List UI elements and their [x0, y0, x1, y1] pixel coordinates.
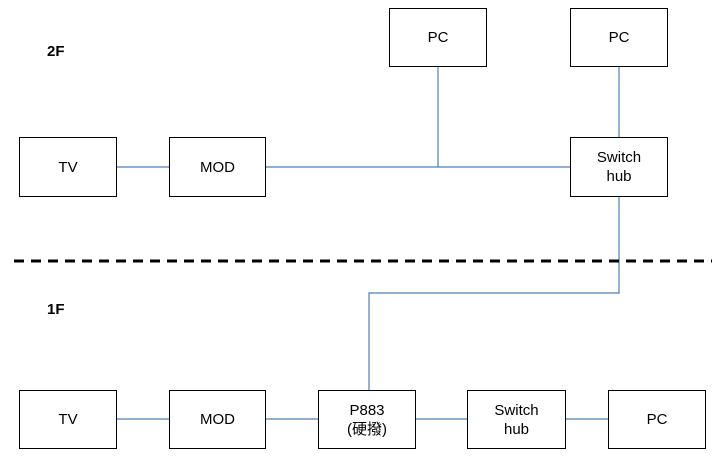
node-label: PC: [646, 411, 668, 428]
node-p883-1f: P883 (硬撥): [318, 390, 416, 449]
node-label-line-1: Switch: [596, 149, 642, 166]
node-label-line-2: hub: [606, 168, 632, 185]
node-label: TV: [58, 158, 78, 176]
node-label: MOD: [200, 158, 235, 176]
node-tv-2f: TV: [19, 137, 117, 197]
node-label-line-1: P883: [349, 401, 385, 419]
node-pc-2f-b: PC: [570, 8, 668, 67]
node-mod-1f: MOD: [169, 390, 266, 449]
node-pc-1f: PC: [608, 390, 706, 449]
node-switch-hub-2f: Switch hub: [570, 137, 668, 197]
node-label: PC: [427, 29, 449, 46]
connection-lines: [117, 67, 620, 420]
node-tv-1f: TV: [19, 390, 117, 449]
node-switch-hub-1f: Switch hub: [467, 390, 566, 449]
node-mod-2f: MOD: [169, 137, 266, 197]
floor-label-1f: 1F: [47, 301, 65, 318]
node-label: TV: [58, 411, 78, 428]
node-label-line-2: hub: [503, 420, 530, 438]
node-label-line-2: (硬撥): [347, 420, 387, 438]
node-label: PC: [608, 29, 630, 46]
link-switch-2f-p883-1f: [368, 197, 620, 390]
node-label-line-1: Switch: [494, 401, 539, 419]
node-pc-2f-a: PC: [389, 8, 487, 67]
floor-label-2f: 2F: [47, 43, 65, 60]
node-label: MOD: [200, 411, 235, 428]
